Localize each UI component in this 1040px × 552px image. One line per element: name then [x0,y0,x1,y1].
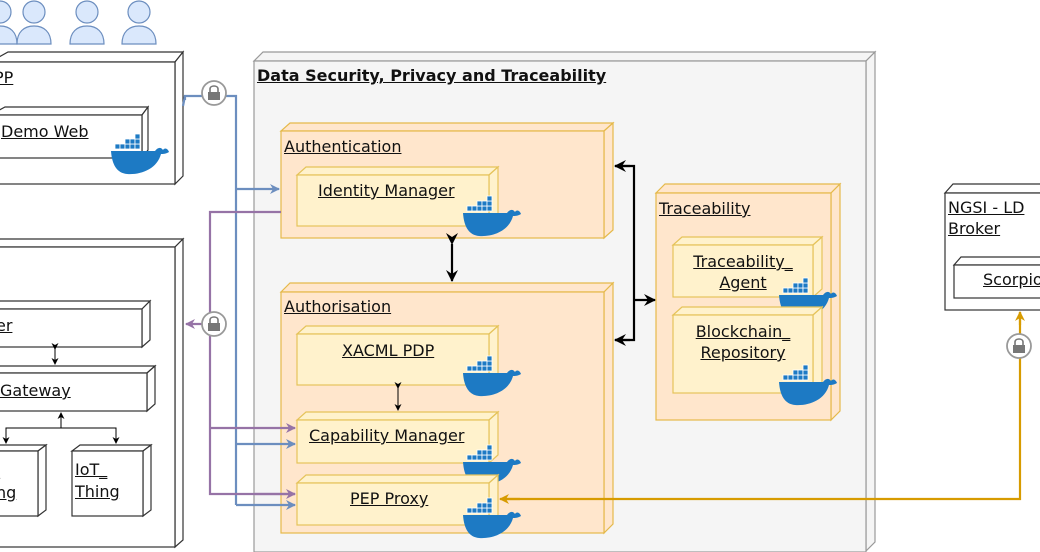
user-icon [16,0,52,45]
capability-manager-label: Capability Manager [309,426,465,445]
iot-thing-label-1: IoT_ [75,460,108,479]
lock-icon [201,311,227,337]
iot-node[interactable] [0,237,185,549]
traceability-title: Traceability [659,199,751,218]
thing-left-label: ng [0,483,17,502]
lock-icon [1006,333,1032,359]
iot-thing-label-2: Thing [75,482,120,501]
purple-links [185,210,296,499]
identity-manager-label: Identity Manager [318,181,455,200]
demo-web-label: Demo Web [1,122,89,141]
blockchain-repo-label-2: Repository [700,343,786,362]
xacml-pdp-label: XACML PDP [342,341,435,360]
iot-manager-label: er [0,316,13,335]
authorisation-node[interactable] [279,281,615,539]
broker-title-2: Broker [948,219,1001,238]
authentication-title: Authentication [284,137,402,156]
gateway-label: Gateway [0,381,71,400]
user-icon [0,0,18,45]
lock-icon [201,80,227,106]
scorpio-label: Scorpio [983,270,1040,289]
authentication-node[interactable] [279,121,615,240]
app-node[interactable] [0,50,185,186]
authorisation-title: Authorisation [284,297,392,316]
broker-node[interactable] [943,183,1040,311]
users-group [0,0,157,45]
broker-title-1: NGSI - LD [948,198,1025,217]
app-title: PP [0,68,14,87]
traceability-node[interactable] [654,182,842,422]
user-icon [121,0,157,45]
pep-proxy-label: PEP Proxy [350,489,429,508]
traceability-agent-label-2: Agent [719,273,767,292]
blockchain-repo-label-1: Blockchain_ [695,322,791,341]
security-title: Data Security, Privacy and Traceability [257,66,607,85]
orange-link [499,311,1025,504]
user-icon [69,0,105,45]
traceability-agent-label-1: Traceability_ [693,252,793,271]
